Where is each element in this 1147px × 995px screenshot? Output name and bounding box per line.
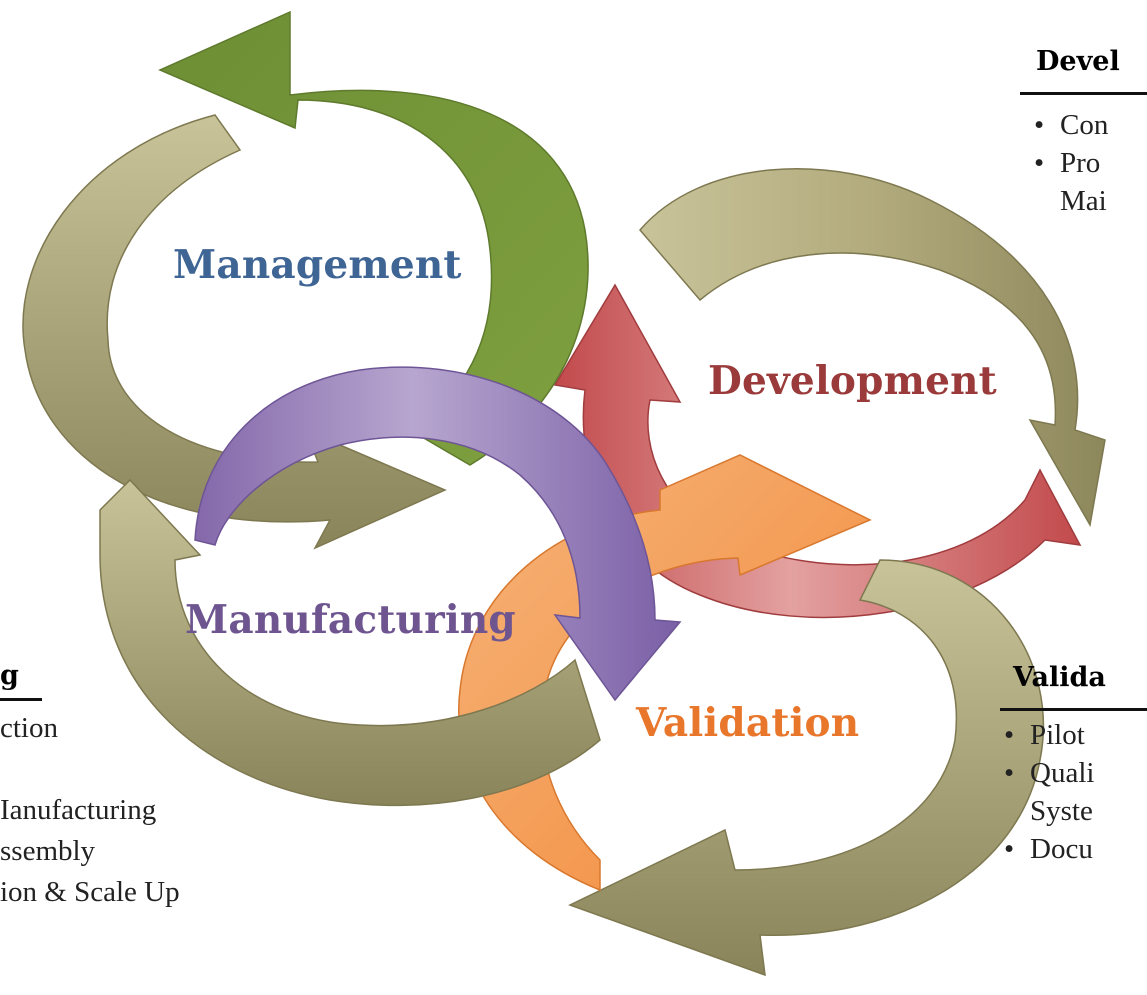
list-item: Ianufacturing (0, 794, 157, 826)
list-item: Pro (1030, 144, 1108, 182)
validation-panel-heading: Valida (1013, 662, 1106, 693)
validation-panel-rule (1000, 708, 1147, 711)
manufacturing-panel-rule (0, 698, 42, 701)
development-panel-heading: Devel (1036, 46, 1120, 77)
list-item (0, 749, 180, 790)
validation-panel-list: Pilot Quali Syste Docu (1000, 716, 1094, 868)
management-olive-arrow (22, 114, 447, 550)
list-item: Quali (1000, 754, 1094, 792)
management-green-arrow (158, 10, 589, 466)
development-panel-rule (1020, 92, 1147, 95)
development-panel-list: Con Pro Mai (1030, 106, 1108, 220)
list-item: Mai (1060, 185, 1107, 217)
development-olive-arrow (639, 168, 1106, 528)
manufacturing-panel-heading: g (0, 660, 19, 691)
list-item: ction (0, 712, 58, 744)
list-item: Con (1030, 106, 1108, 144)
manufacturing-olive-arrow (99, 478, 601, 807)
list-item: ion & Scale Up (0, 876, 180, 908)
manufacturing-purple-arrow (194, 366, 682, 702)
validation-olive-arrow (568, 559, 1045, 977)
development-label: Development (708, 358, 997, 404)
list-item: ssembly (0, 835, 96, 867)
validation-label: Validation (636, 700, 860, 746)
list-item: Docu (1000, 830, 1094, 868)
list-item: Pilot (1000, 716, 1094, 754)
manufacturing-panel-list: ction Ianufacturing ssembly ion & Scale … (0, 708, 180, 913)
management-label: Management (173, 242, 462, 288)
list-item: Syste (1030, 795, 1093, 827)
validation-orange-arrow (458, 454, 872, 892)
manufacturing-label: Manufacturing (185, 597, 516, 643)
